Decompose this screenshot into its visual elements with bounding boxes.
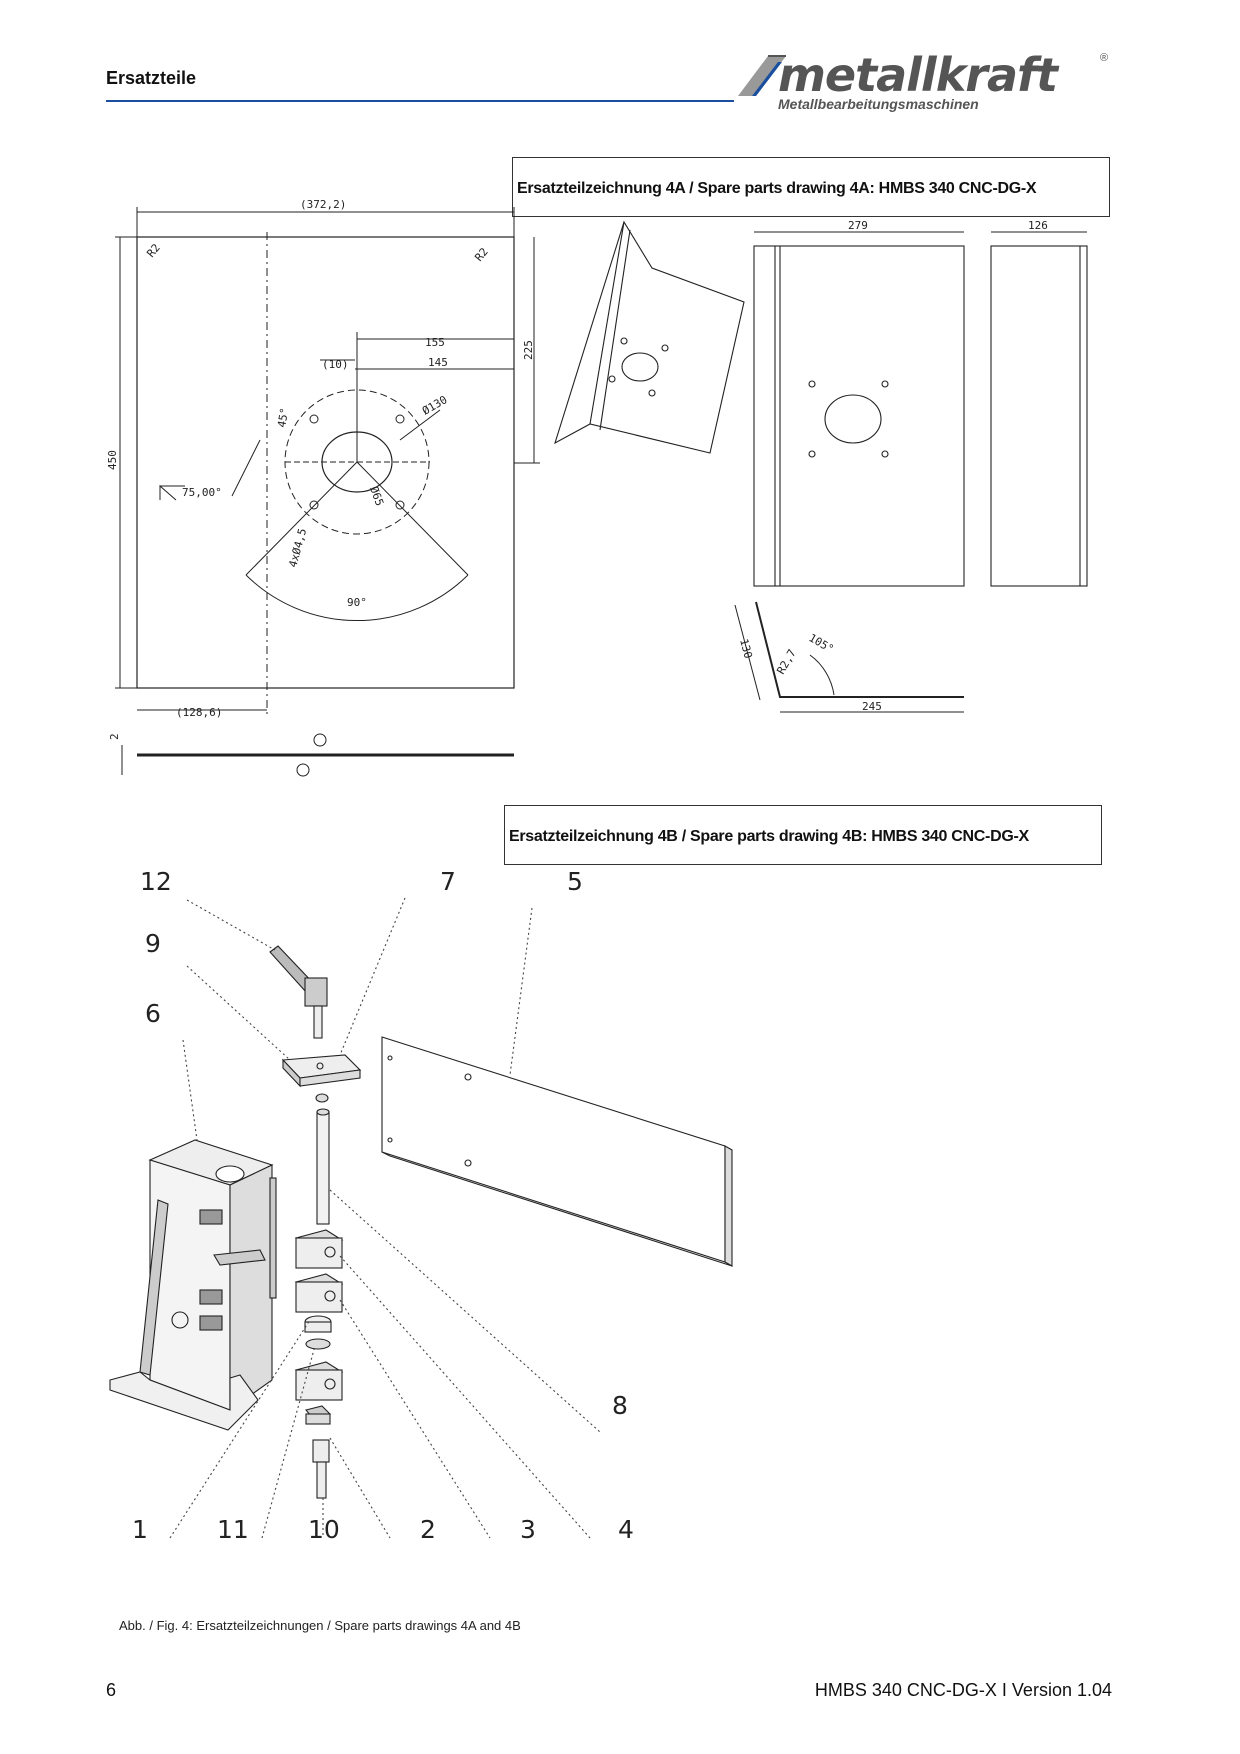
callout-12: 12	[140, 867, 172, 896]
bent-plate-front: 279	[753, 219, 965, 587]
callout-7: 7	[440, 867, 456, 896]
drawing-4a-title: Ersatzteilzeichnung 4A / Spare parts dra…	[517, 180, 1037, 197]
callout-8: 8	[612, 1391, 628, 1420]
dim-r27: R2,7	[774, 647, 799, 676]
logo-mark-icon	[738, 55, 786, 96]
section-title: Ersatzteile	[106, 68, 197, 88]
dim-angle-75: 75,00°	[182, 486, 222, 499]
bent-plate-side: 126	[990, 219, 1088, 587]
dim-dia-65: Ø65	[367, 485, 386, 508]
callout-3: 3	[520, 1515, 536, 1544]
dim-245: 245	[862, 700, 882, 713]
exploded-view	[109, 897, 733, 1539]
dim-width-overall: (372,2)	[300, 198, 346, 211]
callout-6: 6	[145, 999, 161, 1028]
drawing-4a-title-box: Ersatzteilzeichnung 4A / Spare parts dra…	[512, 157, 1110, 217]
callout-9: 9	[145, 929, 161, 958]
drawing-4b-title-box: Ersatzteilzeichnung 4B / Spare parts dra…	[504, 805, 1102, 865]
figure-caption: Abb. / Fig. 4: Ersatzteilzeichnungen / S…	[119, 1618, 521, 1633]
callout-5: 5	[567, 867, 583, 896]
callout-4: 4	[618, 1515, 634, 1544]
dim-thickness: 2	[108, 733, 121, 740]
dim-radius-right: R2	[472, 245, 490, 264]
dim-holes: 4xØ4,5	[286, 527, 309, 569]
logo-subtitle: Metallbearbeitungsmaschinen	[778, 96, 979, 112]
callout-2: 2	[420, 1515, 436, 1544]
dim-126: 126	[1028, 219, 1048, 232]
dim-10: (10)	[322, 358, 349, 371]
metallkraft-logo: metallkraft ® Metallbearbeitungsmaschine…	[730, 46, 1110, 116]
logo-word: metallkraft	[778, 48, 1058, 102]
logo-registered: ®	[1100, 52, 1109, 64]
dim-radius-left: R2	[144, 241, 162, 260]
plate-flat-view: (372,2) 450 R2 R2 225 155 (10) 145 45° Ø…	[106, 198, 540, 777]
dim-225: 225	[522, 340, 535, 360]
dim-height-overall: 450	[106, 450, 119, 470]
page-number: 6	[106, 1680, 117, 1700]
dim-angle-105: 105°	[807, 631, 836, 656]
callout-11: 11	[217, 1515, 249, 1544]
bent-plate-iso	[554, 220, 745, 454]
dim-angle-45: 45°	[275, 407, 291, 429]
callout-10: 10	[308, 1515, 340, 1544]
dim-279: 279	[848, 219, 868, 232]
callout-1: 1	[132, 1515, 148, 1544]
dim-155: 155	[425, 336, 445, 349]
drawing-4b-title: Ersatzteilzeichnung 4B / Spare parts dra…	[509, 828, 1029, 845]
footer-version: HMBS 340 CNC-DG-X I Version 1.04	[814, 1680, 1112, 1700]
dim-h130: 130	[737, 637, 755, 660]
dim-angle-90: 90°	[347, 596, 367, 609]
bent-plate-profile: 130 105° R2,7 245	[734, 601, 964, 713]
header-rule	[106, 100, 734, 102]
dim-128: (128,6)	[176, 706, 222, 719]
dim-145: 145	[428, 356, 448, 369]
